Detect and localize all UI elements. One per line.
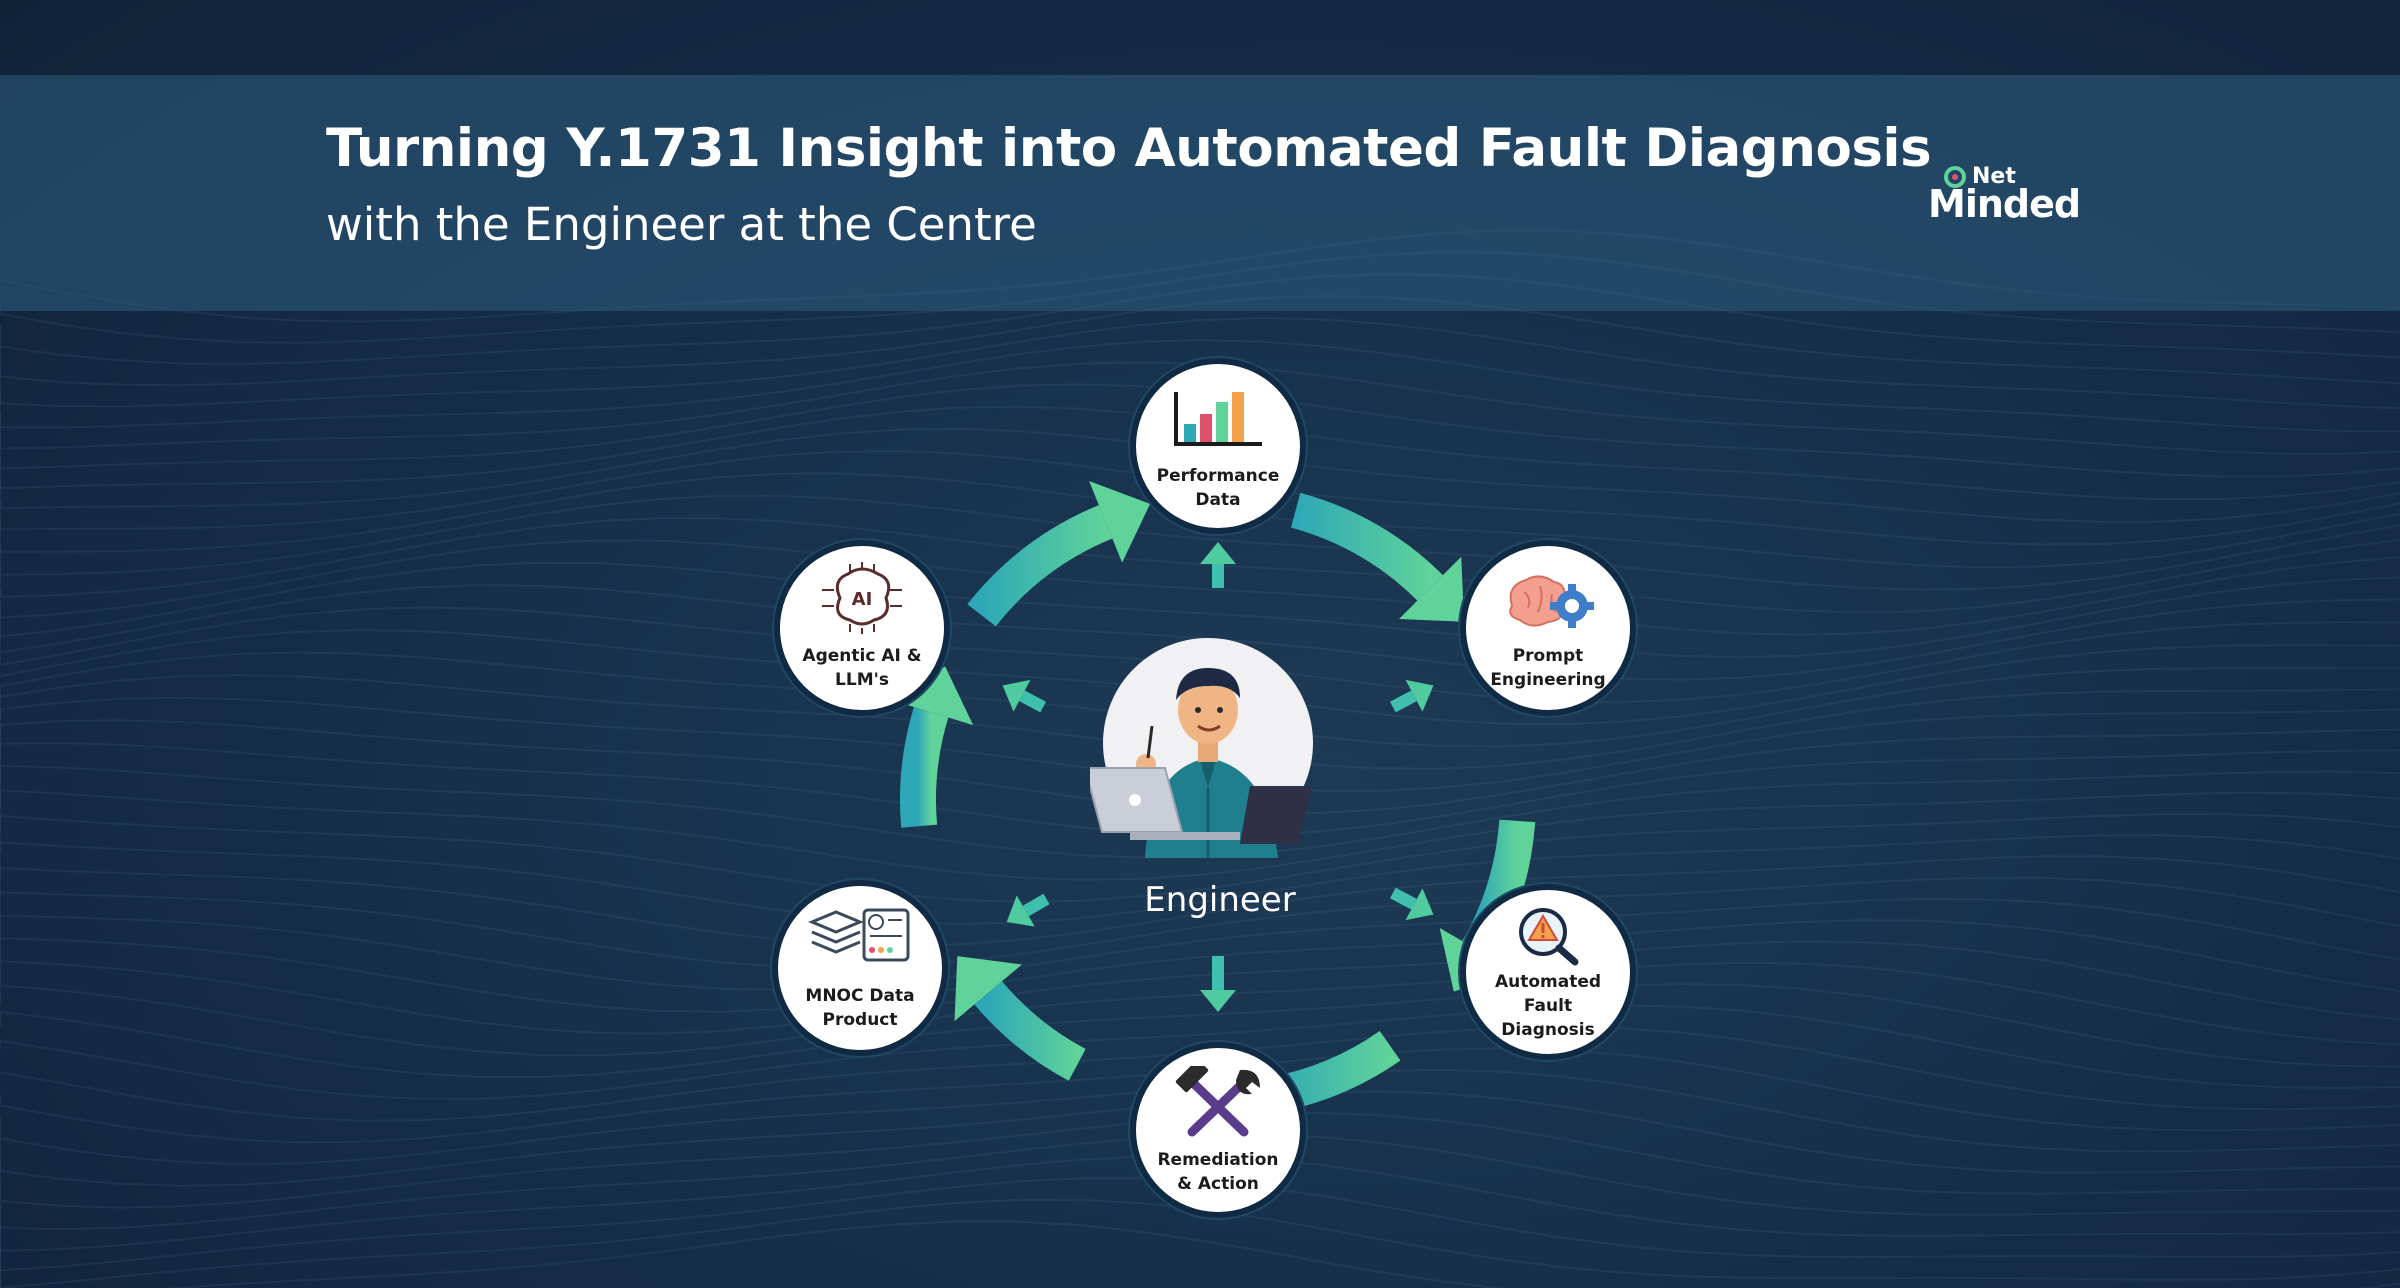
node-performance-data: Performance Data xyxy=(1130,358,1306,534)
background-wave-line xyxy=(0,1220,2400,1288)
background-wave-line xyxy=(0,789,2400,881)
spoke-to-prompt-shaft xyxy=(1390,690,1417,713)
netminded-logo: Net Minded xyxy=(1928,160,2081,230)
node-label-line: Fault xyxy=(1523,996,1573,1016)
background-wave-line xyxy=(0,1198,2400,1288)
logo-mark-icon xyxy=(1944,166,1966,188)
node-label-line: Agentic AI & xyxy=(802,646,922,666)
brain-gear-icon xyxy=(1509,575,1594,628)
logo-text-net: Net xyxy=(1972,164,2016,189)
background-wave-line xyxy=(0,940,2400,1035)
arrow-mnoc-to-agentic-head xyxy=(889,666,974,726)
engineer-illustration xyxy=(1090,638,1313,858)
background-wave-line xyxy=(0,834,2400,926)
node-remediation-action: Remediation & Action xyxy=(1130,1042,1306,1218)
node-automated-fault-diagnosis: Automated Fault Diagnosis xyxy=(1460,884,1636,1060)
background-wave-line xyxy=(0,561,2400,659)
node-label-line: Prompt xyxy=(1512,646,1584,666)
data-layers-icon xyxy=(808,908,910,962)
arrow-remediation-to-mnoc-head xyxy=(954,956,1022,1022)
background-wave-line xyxy=(0,539,2400,636)
node-label-line: & Action xyxy=(1177,1174,1259,1194)
warning-magnifier-icon xyxy=(1519,908,1579,966)
background-wave-line xyxy=(0,876,2400,970)
background-wave-line xyxy=(0,1004,2400,1100)
node-label-line: Remediation xyxy=(1157,1150,1279,1170)
node-label-line: Data xyxy=(1195,490,1241,510)
spoke-to-fault-shaft xyxy=(1390,887,1417,910)
node-label-line: Automated xyxy=(1494,972,1602,992)
node-label-line: Product xyxy=(822,1010,898,1030)
node-label-line: LLM's xyxy=(835,670,889,690)
header-banner xyxy=(0,75,2400,311)
node-label-line: Diagnosis xyxy=(1501,1020,1595,1040)
page-title: Turning Y.1731 Insight into Automated Fa… xyxy=(326,118,1932,179)
spoke-to-performance-head xyxy=(1200,542,1236,564)
spoke-to-prompt-head xyxy=(1405,679,1434,712)
background-wave-line xyxy=(0,855,2400,948)
hammer-wrench-icon xyxy=(1175,1066,1260,1137)
background-wave-line xyxy=(0,517,2400,614)
node-label-line: MNOC Data xyxy=(805,986,915,1006)
node-agentic-ai-llms: AI Agentic AI & LLM's xyxy=(774,540,950,716)
spoke-to-fault-head xyxy=(1405,888,1434,921)
spoke-to-remediation-head xyxy=(1200,990,1236,1012)
background-wave-line xyxy=(0,919,2400,1013)
background-wave-line xyxy=(0,494,2400,591)
arrow-remediation-to-mnoc-shaft xyxy=(974,981,1086,1081)
spoke-to-agentic-head xyxy=(1002,679,1031,712)
node-label-line: Performance xyxy=(1156,466,1280,486)
background-wave-line xyxy=(0,584,2400,681)
spoke-to-agentic-shaft xyxy=(1019,690,1046,713)
page-subtitle: with the Engineer at the Centre xyxy=(326,198,1037,251)
arrow-performance-to-prompt-shaft xyxy=(1290,492,1443,601)
background-wave-line xyxy=(0,361,2400,455)
arrow-agentic-to-performance-head xyxy=(1089,481,1151,563)
background-wave-line xyxy=(0,812,2400,903)
bar-chart-icon xyxy=(1174,392,1262,446)
spoke-to-mnoc-head xyxy=(1006,895,1035,927)
node-mnoc-data-product: MNOC Data Product xyxy=(772,880,948,1056)
logo-text-minded: Minded xyxy=(1928,182,2081,226)
background-wave-line xyxy=(0,317,2400,410)
spoke-arrows xyxy=(1002,542,1434,1012)
background-wave-line xyxy=(0,897,2400,991)
background-wave-line xyxy=(0,961,2400,1057)
node-label-line: Engineering xyxy=(1490,670,1606,690)
ai-chip-icon: AI xyxy=(822,562,902,634)
arrow-mnoc-to-agentic-shaft xyxy=(900,707,949,828)
background-wave-line xyxy=(0,339,2400,433)
background-wave-line xyxy=(0,983,2400,1079)
svg-text:AI: AI xyxy=(852,589,873,610)
node-prompt-engineering: Prompt Engineering xyxy=(1460,540,1636,716)
arrow-agentic-to-performance-shaft xyxy=(967,505,1113,627)
arrow-performance-to-prompt-head xyxy=(1399,556,1465,622)
spoke-to-mnoc-shaft xyxy=(1022,893,1050,917)
engineer-label: Engineer xyxy=(1144,880,1296,920)
